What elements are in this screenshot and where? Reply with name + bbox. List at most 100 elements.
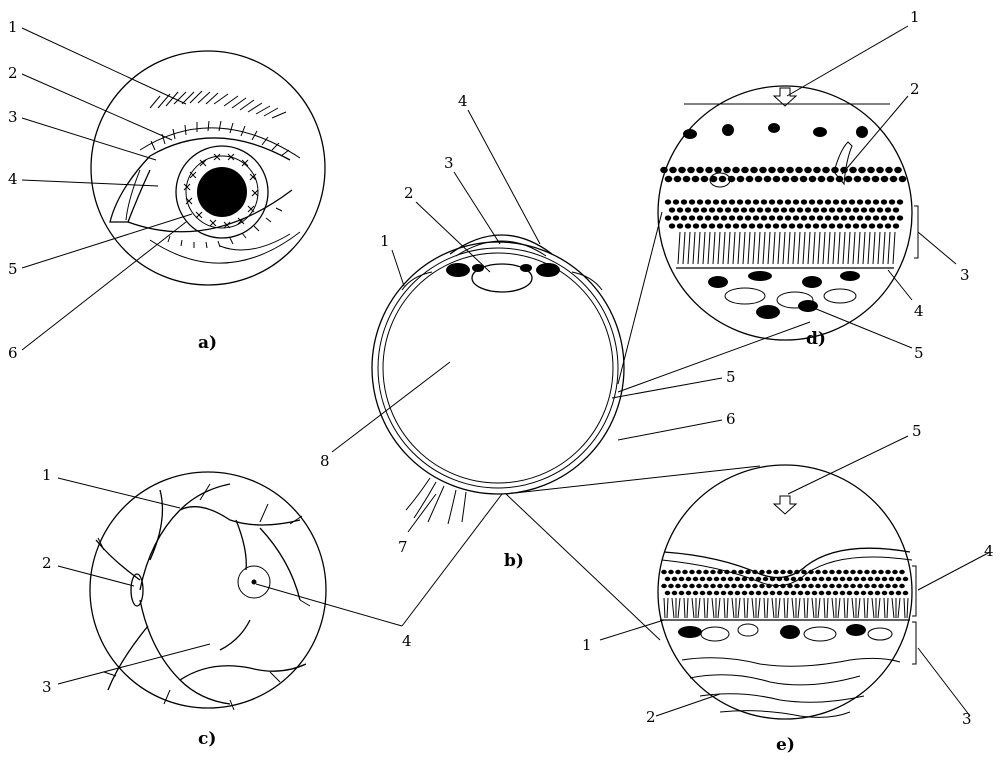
nuclear-cell [757,207,763,212]
photoreceptor [688,232,690,264]
nuclear-cell [781,223,787,228]
nuclear-cell [791,591,797,595]
nuclear-cell [710,584,716,588]
macula-photoreceptors [664,598,908,618]
nuclear-cell [789,207,795,212]
nuclear-cell [661,570,667,574]
photoreceptor [703,232,705,264]
photoreceptor [858,598,860,618]
nuclear-cell [673,215,679,220]
photoreceptor [672,598,674,618]
photoreceptor [828,232,830,264]
photoreceptor [748,232,750,264]
light-arrow-icon [774,88,796,106]
nuclear-cell [800,176,808,182]
nuclear-cell [713,199,719,204]
nuclear-cell [836,570,842,574]
nuclear-cell [822,584,828,588]
nuclear-cell [700,591,706,595]
nuclear-cell [737,176,745,182]
nuclear-cell [683,176,691,182]
nuclear-cell [818,176,826,182]
photoreceptor [772,598,774,618]
nuclear-cell [837,207,843,212]
nuclear-cell [665,199,671,204]
nuclear-cell [785,199,791,204]
nuclear-cell [822,167,830,173]
photoreceptor [752,598,754,618]
nuclear-cell [759,584,765,588]
nuclear-cell [735,577,741,581]
nuclear-cell [681,215,687,220]
caption-a: a) [198,333,217,353]
label-a-1: 1 [8,18,18,36]
nuclear-cell [854,577,860,581]
nuclear-cell [707,577,713,581]
nuclear-cell [877,207,883,212]
label-a-6: 6 [8,344,18,362]
photoreceptor [708,232,710,264]
nuclear-cell [741,207,747,212]
nuclear-cell [675,584,681,588]
nuclear-cell [709,207,715,212]
nuclear-cell [769,199,775,204]
nuclear-cell [850,570,856,574]
nuclear-cell [892,584,898,588]
photoreceptor [692,598,694,618]
nuclear-cell [728,591,734,595]
photoreceptor [753,232,755,264]
nuclear-cell [765,207,771,212]
nuclear-cell [721,591,727,595]
photoreceptor [678,232,680,264]
photoreceptor [843,232,845,264]
photoreceptor [833,232,835,264]
nuclear-cell [791,577,797,581]
inner-nuclear-layer [660,167,906,182]
nuclear-cell [899,176,907,182]
choroid-cells [708,271,860,319]
nuclear-cell [673,199,679,204]
nuclear-cell [665,176,673,182]
nuclear-cell [770,577,776,581]
nuclear-cell [805,577,811,581]
nuclear-cell [903,591,909,595]
nuclear-cell [737,199,743,204]
nuclear-cell [876,167,884,173]
nuclear-cell [849,215,855,220]
photoreceptor [724,598,725,618]
nuclear-cell [777,215,783,220]
nuclear-cell [821,223,827,228]
nuclear-cell [759,570,765,574]
photoreceptor [898,598,900,618]
nuclear-cell [717,223,723,228]
nuclear-cell [660,167,668,173]
nuclear-cell [752,584,758,588]
photoreceptor [818,598,820,618]
nuclear-cell [674,176,682,182]
nuclear-cell [885,207,891,212]
nuclear-cell [857,215,863,220]
photoreceptor [758,598,760,618]
nuclear-cell [668,570,674,574]
photoreceptor [827,598,828,618]
nuclear-cell [815,584,821,588]
nuclear-cell [890,176,898,182]
nuclear-cell [794,584,800,588]
photoreceptor [813,232,815,264]
label-b-8: 8 [320,452,330,470]
photoreceptor [778,232,780,264]
caption-b: b) [504,551,524,571]
nuclear-cell [696,167,704,173]
photoreceptor [728,232,730,264]
photoreceptor [793,232,795,264]
photoreceptor [798,598,800,618]
nuclear-cell [781,207,787,212]
nuclear-cell [847,591,853,595]
nuclear-cell [843,570,849,574]
label-b-2: 2 [404,184,414,202]
nuclear-cell [724,584,730,588]
nuclear-cell [841,199,847,204]
photoreceptor [804,598,805,618]
nuclear-cell [756,577,762,581]
photoreceptor [747,598,748,618]
